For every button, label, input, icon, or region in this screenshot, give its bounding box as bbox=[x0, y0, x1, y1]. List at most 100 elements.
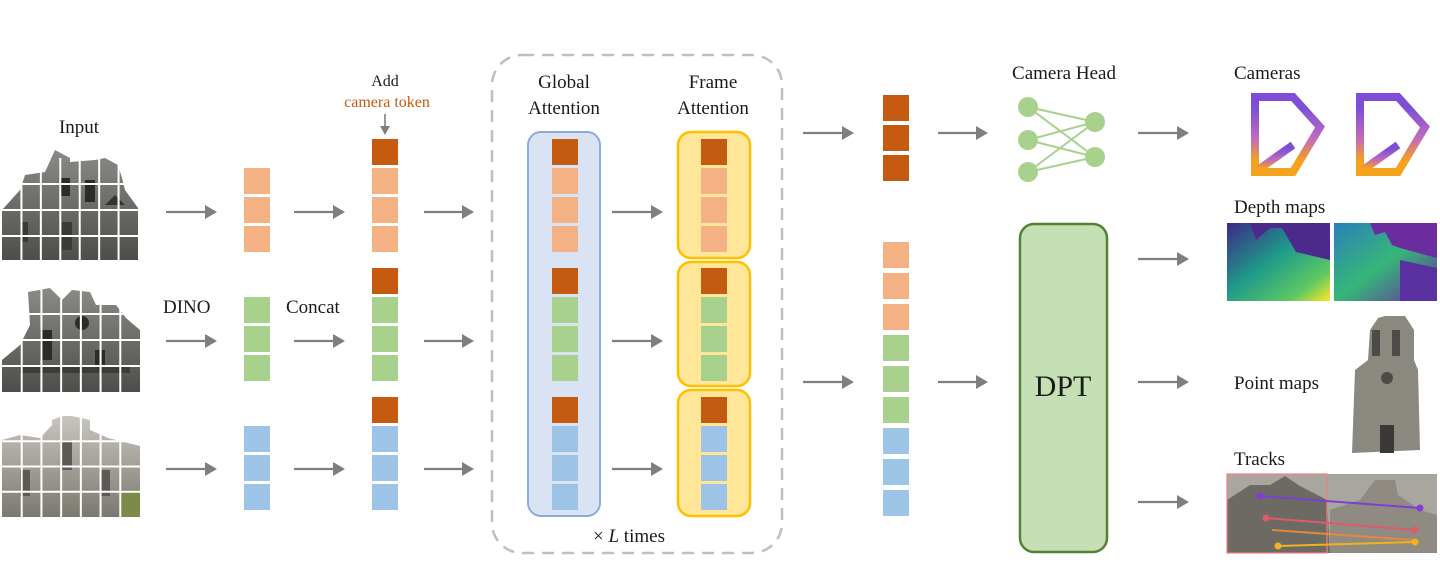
token bbox=[372, 397, 398, 423]
arrow-head bbox=[976, 126, 988, 140]
token bbox=[701, 297, 727, 323]
arrow-head bbox=[1177, 495, 1189, 509]
token bbox=[552, 484, 578, 510]
arrow-head bbox=[462, 462, 474, 476]
dpt-label: DPT bbox=[1034, 370, 1092, 403]
camera-frustum-icon bbox=[1356, 93, 1430, 176]
input-label: Input bbox=[58, 117, 100, 138]
arrow-head bbox=[651, 462, 663, 476]
token bbox=[372, 168, 398, 194]
token bbox=[244, 168, 270, 194]
tracks-output-label: Tracks bbox=[1234, 449, 1286, 470]
token bbox=[701, 397, 727, 423]
token bbox=[883, 242, 909, 268]
attention-token-columns bbox=[552, 139, 727, 510]
arrow-head bbox=[842, 126, 854, 140]
arrow-head bbox=[651, 334, 663, 348]
frame-attention-label-line2: Attention bbox=[677, 98, 749, 119]
token bbox=[372, 197, 398, 223]
token bbox=[372, 226, 398, 252]
neural-network-icon bbox=[1018, 97, 1105, 182]
token bbox=[701, 326, 727, 352]
token bbox=[701, 268, 727, 294]
frame-attention-label-line1: Frame bbox=[688, 72, 738, 93]
token bbox=[244, 426, 270, 452]
token bbox=[244, 326, 270, 352]
token bbox=[552, 197, 578, 223]
camera-head-label: Camera Head bbox=[1012, 63, 1116, 84]
token bbox=[372, 426, 398, 452]
token bbox=[244, 297, 270, 323]
token bbox=[372, 484, 398, 510]
add-label: Add bbox=[371, 73, 399, 90]
token bbox=[883, 459, 909, 485]
arrow-head bbox=[333, 462, 345, 476]
tracks-image bbox=[1226, 473, 1437, 554]
token bbox=[883, 397, 909, 423]
token bbox=[372, 326, 398, 352]
token bbox=[883, 155, 909, 181]
token bbox=[552, 326, 578, 352]
arrow-head bbox=[333, 205, 345, 219]
arrow-head bbox=[462, 334, 474, 348]
token bbox=[372, 268, 398, 294]
token bbox=[372, 355, 398, 381]
flow-arrows bbox=[166, 126, 1189, 509]
camera-frustum-icon bbox=[1251, 93, 1325, 176]
frame-attention-box-2 bbox=[676, 260, 752, 388]
token-columns bbox=[244, 95, 909, 516]
l-variable: L bbox=[608, 526, 620, 547]
arrow-head bbox=[976, 375, 988, 389]
dpt-block bbox=[1018, 222, 1109, 554]
token bbox=[883, 428, 909, 454]
token bbox=[244, 484, 270, 510]
token bbox=[552, 139, 578, 165]
camera-token-label: camera token bbox=[344, 94, 430, 111]
token bbox=[883, 366, 909, 392]
token bbox=[701, 139, 727, 165]
arrow-head bbox=[651, 205, 663, 219]
token bbox=[883, 335, 909, 361]
token bbox=[244, 197, 270, 223]
token bbox=[552, 297, 578, 323]
token bbox=[552, 226, 578, 252]
token bbox=[883, 490, 909, 516]
arrow-head bbox=[333, 334, 345, 348]
token bbox=[552, 397, 578, 423]
token bbox=[883, 125, 909, 151]
arrow-head bbox=[1177, 252, 1189, 266]
l-times-label: × L times bbox=[593, 526, 665, 547]
token bbox=[372, 297, 398, 323]
token bbox=[701, 355, 727, 381]
patch-grid-lines bbox=[2, 158, 140, 517]
arrow-head bbox=[842, 375, 854, 389]
token bbox=[372, 455, 398, 481]
arrow-head bbox=[205, 205, 217, 219]
arrow-head bbox=[462, 205, 474, 219]
token bbox=[701, 197, 727, 223]
token bbox=[244, 355, 270, 381]
token bbox=[701, 455, 727, 481]
cameras-output-label: Cameras bbox=[1234, 63, 1301, 84]
token bbox=[701, 484, 727, 510]
token bbox=[244, 226, 270, 252]
token bbox=[552, 455, 578, 481]
global-attention-label-line2: Attention bbox=[528, 98, 600, 119]
concat-label: Concat bbox=[286, 297, 340, 318]
token bbox=[883, 304, 909, 330]
frame-attention-box-1 bbox=[676, 130, 752, 260]
global-attention-box bbox=[527, 131, 601, 517]
depth-map-image bbox=[1334, 223, 1437, 301]
frame-attention-box-3 bbox=[676, 388, 752, 518]
depth-map-image bbox=[1227, 223, 1330, 301]
point-maps-output-label: Point maps bbox=[1234, 373, 1319, 394]
global-attention-label-line1: Global bbox=[538, 72, 590, 93]
arrow-head bbox=[205, 462, 217, 476]
add-camera-token-arrow bbox=[380, 114, 390, 135]
arrow-head bbox=[1177, 375, 1189, 389]
token bbox=[552, 268, 578, 294]
token bbox=[552, 355, 578, 381]
token bbox=[372, 139, 398, 165]
